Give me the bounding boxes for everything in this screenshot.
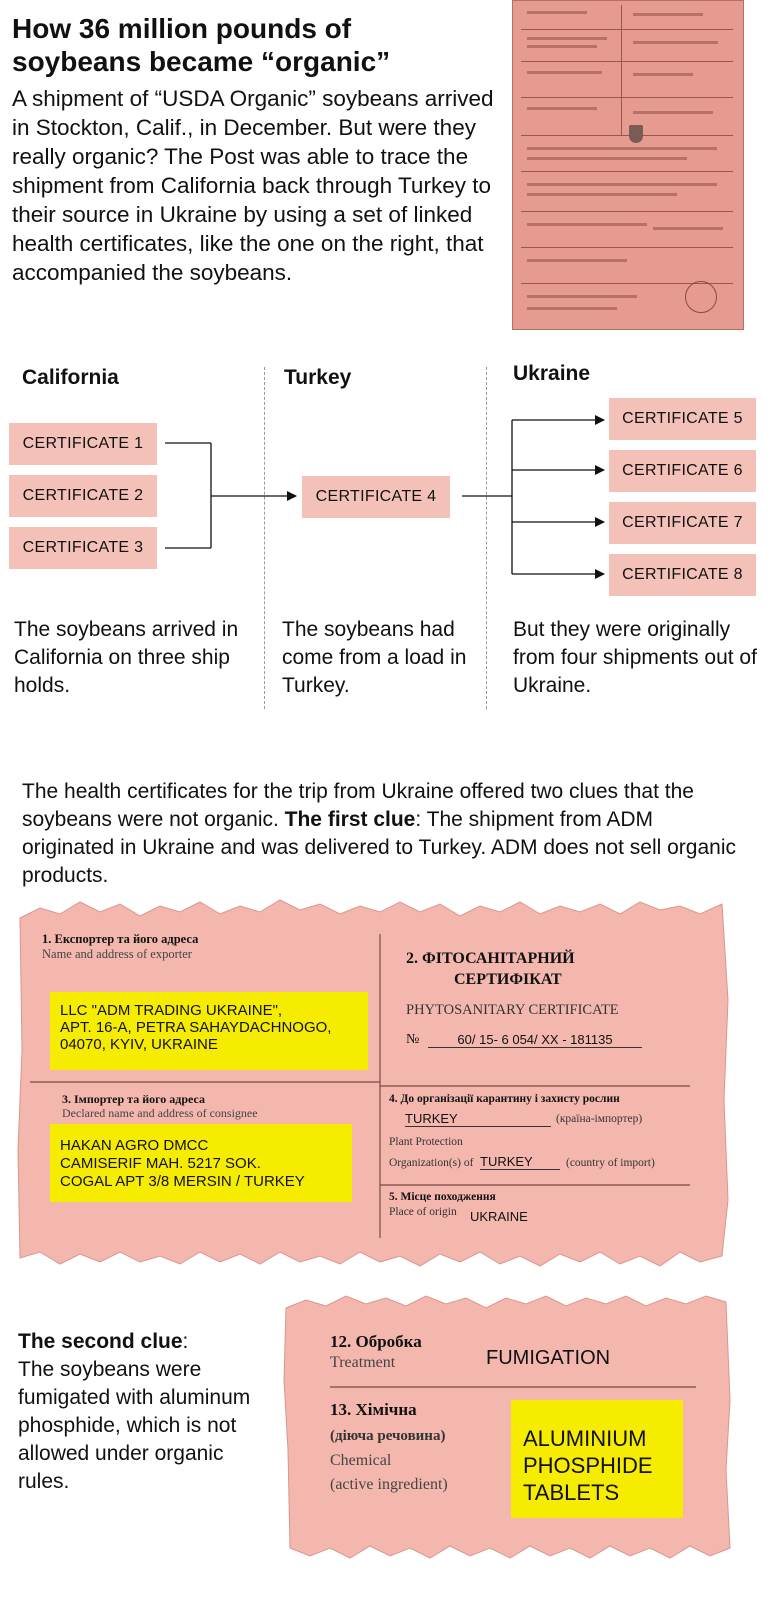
page-title: How 36 million pounds of soybeans became… — [12, 13, 391, 77]
doc1-field3-label-en: Declared name and address of consignee — [62, 1106, 258, 1120]
certificate-7: CERTIFICATE 7 — [609, 502, 756, 544]
doc1-phytosanitary-label: PHYTOSANITARY CERTIFICATE — [406, 1002, 619, 1018]
exporter-highlight — [50, 992, 368, 1070]
doc1-number-label: № — [406, 1032, 420, 1047]
import-country-1: TURKEY — [405, 1111, 551, 1127]
exporter-line-2: APT. 16-A, PETRA SAHAYDACHNOGO, — [60, 1019, 332, 1036]
doc1-field4-label-en-2: Organization(s) of — [389, 1157, 474, 1169]
intro-text: A shipment of “USDA Organic” soybeans ar… — [12, 86, 494, 285]
second-clue-label: The second clue — [18, 1330, 183, 1353]
doc1-field4-country-label: (країна-імпортер) — [556, 1113, 643, 1125]
import-country-2: TURKEY — [480, 1154, 560, 1170]
doc1-field4-label-uk: 4. До організації карантину і захисту ро… — [389, 1093, 620, 1105]
exporter-line-3: 04070, KYIV, UKRAINE — [60, 1036, 218, 1053]
second-clue-text: The second clue: The soybeans were fumig… — [18, 1328, 268, 1496]
doc2-field13-label-uk-2: (діюча речовина) — [330, 1428, 446, 1444]
doc2-field13-label-en-2: (active ingredient) — [330, 1476, 448, 1493]
second-clue-body: The soybeans were fumigated with aluminu… — [18, 1358, 251, 1493]
doc1-field5-label-en: Place of origin — [389, 1206, 457, 1218]
heading-ukraine: Ukraine — [513, 362, 591, 385]
doc1-field1-label-en: Name and address of exporter — [42, 947, 192, 961]
doc1-field5-label-uk: 5. Місце походження — [389, 1191, 496, 1203]
second-clue-colon: : — [182, 1330, 189, 1353]
first-clue-paragraph: The health certificates for the trip fro… — [22, 778, 742, 890]
certificate-5: CERTIFICATE 5 — [609, 398, 756, 440]
heading-turkey: Turkey — [284, 366, 352, 389]
paragraph-text: The health certificates for the trip fro… — [22, 780, 694, 831]
consignee-line-1: HAKAN AGRO DMCC — [60, 1137, 209, 1154]
doc1-field4-label-en-1: Plant Protection — [389, 1136, 463, 1148]
caption-ukraine: But they were originally from four shipm… — [513, 618, 757, 697]
column-divider — [264, 367, 265, 709]
chemical-line-3: TABLETS — [523, 1480, 620, 1505]
first-clue-label: The first clue — [284, 808, 416, 831]
exporter-line-1: LLC "ADM TRADING UKRAINE", — [60, 1002, 283, 1019]
doc2-field13-label-uk: 13. Хімічна — [330, 1400, 417, 1419]
certificate-4: CERTIFICATE 4 — [302, 476, 450, 518]
chemical-line-2: PHOSPHIDE — [523, 1453, 653, 1478]
doc2-field12-label-en: Treatment — [330, 1354, 396, 1371]
consignee-highlight — [50, 1124, 352, 1202]
consignee-line-3: COGAL APT 3/8 MERSIN / TURKEY — [60, 1173, 305, 1190]
doc1-field2-label-2: СЕРТИФІКАТ — [454, 971, 562, 988]
certificate-3: CERTIFICATE 3 — [9, 527, 157, 569]
doc2-field12-label-uk: 12. Обробка — [330, 1332, 422, 1351]
place-of-origin: UKRAINE — [470, 1209, 528, 1224]
column-divider — [486, 367, 487, 709]
doc1-field2-label: 2. ФІТОСАНІТАРНИЙ — [406, 950, 575, 967]
doc1-field4-label-en-3: (country of import) — [566, 1157, 655, 1169]
paragraph-text: : The shipment from ADM originated in Uk… — [22, 808, 736, 887]
certificate-1: CERTIFICATE 1 — [9, 423, 157, 465]
certificate-thumbnail — [512, 0, 744, 330]
caption-turkey: The soybeans had come from a load in Tur… — [282, 618, 467, 697]
certificate-2: CERTIFICATE 2 — [9, 475, 157, 517]
certificate-number: 60/ 15- 6 054/ XX - 181135 — [428, 1032, 642, 1048]
doc1-field3-label-uk: 3. Імпортер та його адреса — [62, 1092, 205, 1106]
certificate-8: CERTIFICATE 8 — [609, 554, 756, 596]
certificate-6: CERTIFICATE 6 — [609, 450, 756, 492]
consignee-line-2: CAMISERIF MAH. 5217 SOK. — [60, 1155, 261, 1172]
treatment-value: FUMIGATION — [486, 1347, 611, 1369]
chemical-highlight — [511, 1400, 683, 1518]
doc2-field13-label-en-1: Chemical — [330, 1452, 392, 1469]
doc1-field1-label-uk: 1. Експортер та його адреса — [42, 932, 199, 946]
heading-california: California — [22, 366, 119, 389]
chemical-line-1: ALUMINIUM — [523, 1426, 647, 1451]
caption-california: The soybeans arrived in California on th… — [14, 618, 239, 697]
